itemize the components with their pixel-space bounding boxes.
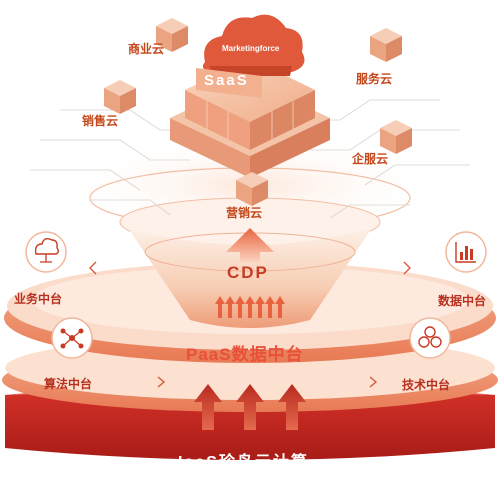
cloud-label-service: 服务云 bbox=[356, 72, 393, 86]
cube-sales bbox=[104, 80, 136, 114]
cdp-arrow bbox=[226, 228, 274, 262]
cube-service bbox=[370, 28, 402, 62]
cloud-label-marketing: 营销云 bbox=[226, 206, 263, 220]
business-icon bbox=[25, 231, 67, 273]
paas-label: PaaS数据中台 bbox=[186, 345, 304, 364]
flow-chevrons bbox=[89, 261, 411, 388]
tech-icon bbox=[409, 317, 451, 359]
cube-marketing bbox=[236, 172, 268, 206]
cloud-label-enterprise: 企服云 bbox=[352, 152, 389, 166]
funnel-arrows bbox=[215, 296, 285, 318]
cube-enterprise bbox=[380, 120, 412, 154]
brand-label: Marketingforce bbox=[222, 44, 280, 53]
cdp-label: CDP bbox=[227, 263, 269, 282]
iaas-up-arrows bbox=[194, 384, 306, 430]
module-label-business: 业务中台 bbox=[14, 292, 63, 306]
saas-plate bbox=[196, 68, 262, 98]
cloud-label-commerce: 商业云 bbox=[128, 42, 165, 56]
algorithm-icon bbox=[51, 317, 93, 359]
iaas-label: IaaS珍岛云计算 bbox=[178, 454, 309, 471]
module-label-data: 数据中台 bbox=[438, 294, 487, 308]
saas-label: SaaS bbox=[204, 72, 249, 89]
module-label-algorithm: 算法中台 bbox=[44, 377, 93, 391]
data-icon bbox=[445, 231, 487, 273]
cloud-label-sales: 销售云 bbox=[82, 114, 119, 128]
cube-commerce bbox=[156, 18, 188, 52]
module-label-tech: 技术中台 bbox=[402, 378, 451, 392]
funnel-body bbox=[128, 228, 372, 328]
